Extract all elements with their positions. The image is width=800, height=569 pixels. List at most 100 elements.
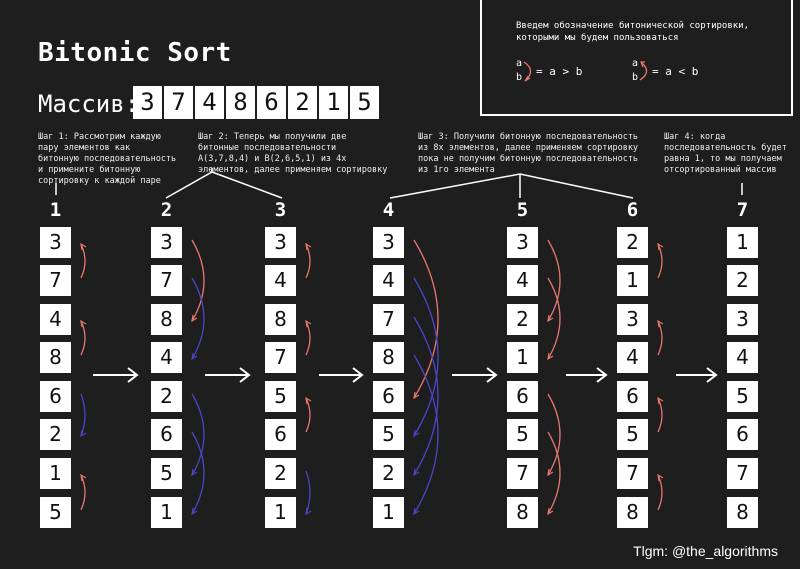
column-7-cell: 8 bbox=[727, 497, 758, 528]
column-6-cell: 7 bbox=[617, 458, 648, 489]
column-5-cell: 8 bbox=[507, 497, 538, 528]
array-cell: 6 bbox=[257, 86, 286, 119]
swap-arrow-icon bbox=[657, 474, 663, 511]
swap-arrowhead-icon bbox=[80, 473, 87, 482]
swap-arrowhead-icon bbox=[413, 391, 420, 400]
column-4-cell: 3 bbox=[373, 227, 404, 258]
column-7-cell: 6 bbox=[727, 419, 758, 450]
array-cell: 8 bbox=[226, 86, 255, 119]
column-1-cell: 3 bbox=[40, 227, 71, 258]
notation-blue-arrowhead-icon bbox=[640, 61, 645, 68]
array-cell: 5 bbox=[350, 86, 379, 119]
column-1-cell: 8 bbox=[40, 342, 71, 373]
swap-arrow-icon bbox=[413, 354, 439, 515]
column-6-cell: 5 bbox=[617, 419, 648, 450]
flow-arrowhead-icon bbox=[352, 367, 364, 383]
column-5-cell: 3 bbox=[507, 227, 538, 258]
column-6-cell: 8 bbox=[617, 497, 648, 528]
column-2-cell: 2 bbox=[151, 381, 182, 412]
column-1-cell: 6 bbox=[40, 381, 71, 412]
array-cell: 4 bbox=[195, 86, 224, 119]
swap-arrow-icon bbox=[547, 393, 561, 476]
column-4-number: 4 bbox=[382, 199, 395, 221]
swap-arrowhead-icon bbox=[305, 242, 312, 251]
column-5-cell: 5 bbox=[507, 419, 538, 450]
column-4-cell: 1 bbox=[373, 497, 404, 528]
flow-arrowhead-icon bbox=[486, 367, 498, 383]
swap-arrow-icon bbox=[191, 239, 205, 322]
column-6-number: 6 bbox=[626, 199, 639, 221]
swap-arrow-icon bbox=[657, 397, 663, 433]
column-5-number: 5 bbox=[516, 199, 529, 221]
column-3-cell: 6 bbox=[265, 419, 296, 450]
step-2-text: Шаг 2: Теперь мы получили две битонные п… bbox=[198, 132, 388, 175]
column-4-cell: 8 bbox=[373, 342, 404, 373]
swap-arrowhead-icon bbox=[547, 468, 554, 477]
column-4-cell: 7 bbox=[373, 304, 404, 335]
column-3-cell: 8 bbox=[265, 304, 296, 335]
column-6-cell: 2 bbox=[617, 227, 648, 258]
swap-arrowhead-icon bbox=[80, 429, 87, 438]
swap-arrow-icon bbox=[305, 397, 311, 433]
array-cell: 1 bbox=[319, 86, 348, 119]
step-4-text: Шаг 4: когда последовательность будет ра… bbox=[664, 132, 787, 175]
notation-a-label: a bbox=[632, 58, 639, 69]
column-5-cell: 6 bbox=[507, 381, 538, 412]
array-cell: 3 bbox=[133, 86, 162, 119]
column-3-cell: 1 bbox=[265, 497, 296, 528]
swap-arrowhead-icon bbox=[547, 314, 554, 323]
swap-arrowhead-icon bbox=[191, 468, 198, 477]
swap-arrowhead-icon bbox=[191, 352, 198, 361]
swap-arrow-icon bbox=[191, 431, 205, 515]
column-2-cell: 1 bbox=[151, 497, 182, 528]
notation-red-arrowhead-icon bbox=[524, 75, 531, 82]
swap-arrowhead-icon bbox=[80, 319, 87, 328]
flow-arrowhead-icon bbox=[239, 367, 251, 383]
column-6-cell: 6 bbox=[617, 381, 648, 412]
credit: Tlgm: @the_algorithms bbox=[633, 543, 778, 559]
swap-arrow-icon bbox=[191, 393, 205, 476]
column-6-cell: 4 bbox=[617, 342, 648, 373]
swap-arrowhead-icon bbox=[657, 396, 664, 405]
notation-b-label: b bbox=[516, 72, 523, 83]
swap-arrow-icon bbox=[80, 320, 86, 356]
column-4-cell: 5 bbox=[373, 419, 404, 450]
swap-arrow-icon bbox=[191, 277, 205, 360]
swap-arrowhead-icon bbox=[413, 429, 420, 438]
swap-arrowhead-icon bbox=[191, 507, 198, 516]
swap-arrowhead-icon bbox=[305, 319, 312, 328]
notation-gt-expression: = a > b bbox=[536, 65, 583, 78]
step-3-connector bbox=[389, 173, 634, 199]
swap-arrow-icon bbox=[413, 316, 439, 476]
column-4-cell: 2 bbox=[373, 458, 404, 489]
swap-arrow-icon bbox=[80, 243, 86, 279]
notation-b-label: b bbox=[632, 72, 639, 83]
flow-arrowhead-icon bbox=[706, 367, 718, 383]
step-3-text: Шаг 3: Получили битонную последовательно… bbox=[418, 132, 639, 175]
column-7-cell: 2 bbox=[727, 265, 758, 296]
column-7-cell: 3 bbox=[727, 304, 758, 335]
column-7-cell: 7 bbox=[727, 458, 758, 489]
notation-legend: Введем обозначение битонической сортиров… bbox=[480, 0, 793, 116]
column-3-cell: 2 bbox=[265, 458, 296, 489]
step-1-text: Шаг 1: Рассмотрим каждую пару элементов … bbox=[38, 132, 177, 186]
swap-arrow-icon bbox=[305, 243, 311, 279]
column-4-cell: 4 bbox=[373, 265, 404, 296]
flow-arrowhead-icon bbox=[127, 367, 139, 383]
swap-arrow-icon bbox=[547, 239, 561, 322]
swap-arrow-icon bbox=[80, 393, 86, 437]
column-6-cell: 3 bbox=[617, 304, 648, 335]
swap-arrow-icon bbox=[305, 470, 311, 515]
column-5-cell: 1 bbox=[507, 342, 538, 373]
swap-arrowhead-icon bbox=[657, 473, 664, 482]
array-cell: 2 bbox=[288, 86, 317, 119]
column-1-cell: 4 bbox=[40, 304, 71, 335]
swap-arrowhead-icon bbox=[547, 352, 554, 361]
column-2-cell: 4 bbox=[151, 342, 182, 373]
column-5-cell: 7 bbox=[507, 458, 538, 489]
swap-arrowhead-icon bbox=[657, 242, 664, 251]
page-title: Bitonic Sort bbox=[38, 38, 232, 68]
column-1-cell: 7 bbox=[40, 265, 71, 296]
